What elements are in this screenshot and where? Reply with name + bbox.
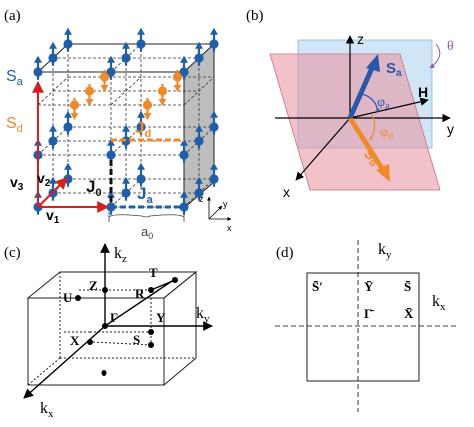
spin-down: [99, 70, 110, 92]
surface-label-y: Ȳ: [364, 279, 374, 294]
point-label-gamma: Γ: [110, 310, 118, 325]
b-sa-label: Sa: [386, 60, 402, 79]
phi-a-arc: [361, 93, 380, 113]
d-kx-label: kx: [432, 293, 446, 313]
gamma-r-line: [104, 278, 176, 327]
v3-label: v3: [10, 174, 24, 193]
spin-up: [194, 176, 204, 201]
spin-up: [136, 110, 146, 135]
v2-vector: [37, 177, 68, 208]
panel-b: (b) z y x Sa Sd H φa φd θ: [246, 8, 454, 200]
point-label-x: X: [70, 333, 80, 348]
spin-up: [106, 55, 116, 80]
bz-hidden-edges: [27, 272, 196, 386]
b-phi-a-label: φa: [377, 95, 390, 112]
sa-vector: [347, 66, 375, 120]
spin-up: [48, 41, 58, 66]
point-label-y: Y: [156, 310, 166, 325]
sa-label: Sa: [6, 68, 24, 88]
spin-up: [121, 41, 131, 66]
spin-up: [63, 27, 73, 52]
sd-label: Sd: [6, 115, 23, 135]
kx-axis: [23, 325, 106, 399]
r-t-line: [150, 279, 176, 291]
surface-bz-square: [306, 272, 420, 382]
point-label-s: S: [133, 332, 140, 347]
b-x-label: x: [283, 184, 290, 200]
spin-up: [179, 138, 189, 163]
surface-label-s-prime: S̄′: [312, 279, 323, 294]
sa-vector-head: [366, 54, 380, 72]
jd-label: Jd: [135, 118, 151, 140]
spin-up: [121, 124, 131, 149]
spin-down: [69, 98, 80, 120]
point-label-u: U: [63, 290, 73, 305]
spin-down: [142, 98, 153, 120]
ja-label: Ja: [137, 184, 153, 206]
small-z-label: z: [199, 194, 204, 204]
v1-label: v1: [46, 207, 60, 226]
spin-down: [172, 70, 183, 92]
a0-label: a0: [141, 224, 153, 241]
d-ky-label: ky: [378, 241, 392, 261]
kx-label: kx: [40, 400, 54, 420]
panel-a-label: (a): [4, 8, 21, 24]
spin-up: [209, 27, 219, 52]
spin-up: [63, 110, 73, 135]
h-vector: [349, 97, 429, 119]
ky-label: ky: [196, 305, 210, 325]
spin-up: [179, 55, 189, 80]
small-y-label: y: [223, 199, 228, 209]
spin-up: [106, 190, 116, 215]
spin-up: [194, 41, 204, 66]
spin-up: [194, 124, 204, 149]
spin-up: [136, 162, 146, 187]
panel-d: (d) ky kx S̄′ Ȳ S̄ Γ̄ X̄: [275, 240, 456, 412]
high-symmetry-points: [75, 277, 178, 376]
surface-point-labels: S̄′ Ȳ S̄ Γ̄ X̄: [312, 279, 414, 321]
spin-up: [33, 55, 43, 80]
panel-c: (c): [4, 243, 213, 420]
surface-label-gamma: Γ̄: [364, 306, 374, 321]
sd-vector: [347, 116, 386, 172]
point-label-t: T: [149, 265, 158, 280]
v2-label: v2: [37, 170, 51, 189]
kz-label: kz: [114, 245, 127, 265]
spin-down: [84, 84, 95, 106]
point-labels: Z T U R Γ Y X S: [63, 265, 166, 348]
spin-up: [63, 162, 73, 187]
b-x-axis: [295, 117, 351, 181]
surface-label-s: S̄: [404, 279, 411, 294]
small-x-label: x: [227, 223, 232, 233]
panel-d-label: (d): [276, 245, 294, 261]
spin-down: [157, 84, 168, 106]
spin-up: [209, 110, 219, 135]
sd-vector-head: [376, 164, 390, 182]
spin-up: [209, 162, 219, 187]
brillouin-zone-box: [26, 270, 198, 387]
a0-brace: [108, 214, 185, 218]
spin-up: [48, 124, 58, 149]
spin-up: [121, 176, 131, 201]
b-h-label: H: [418, 84, 428, 100]
panel-b-label: (b): [246, 8, 264, 24]
point-label-r: R: [135, 286, 145, 301]
j0-label: J0: [86, 177, 102, 199]
surface-label-x: X̄: [404, 306, 414, 321]
b-phi-d-label: φd: [380, 125, 393, 142]
theta-arc: [429, 43, 441, 69]
b-y-label: y: [447, 121, 454, 137]
b-theta-label: θ: [447, 39, 454, 54]
panel-a: (a): [4, 8, 232, 241]
spin-up: [136, 27, 146, 52]
spin-up: [106, 138, 116, 163]
b-z-label: z: [357, 31, 364, 47]
small-y-axis: [208, 205, 223, 220]
panel-c-label: (c): [4, 245, 21, 261]
point-label-z: Z: [89, 278, 98, 293]
phi-d-arc: [369, 114, 376, 141]
